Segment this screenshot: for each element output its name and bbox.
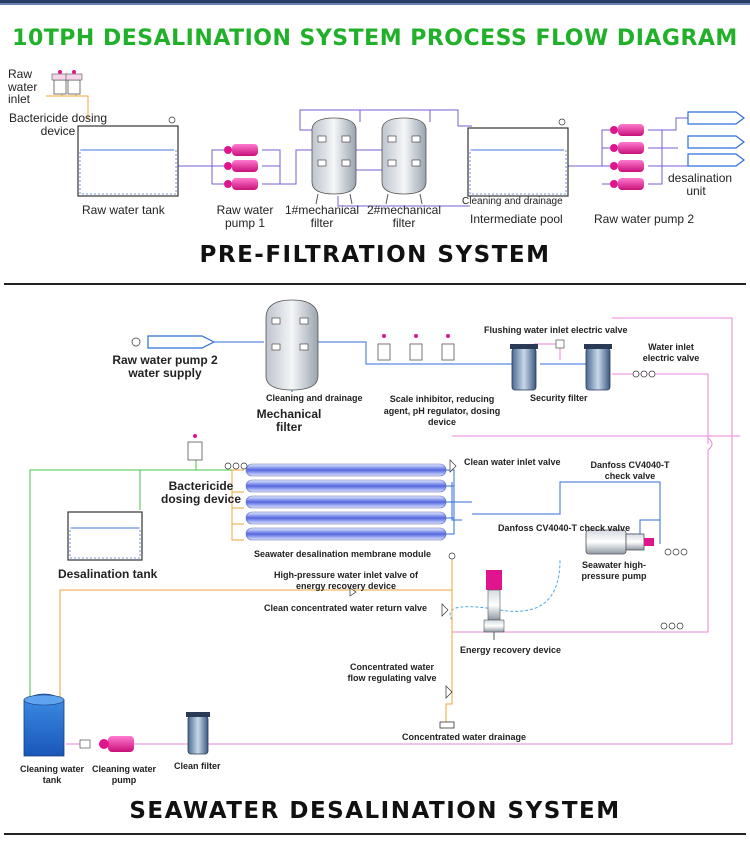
raw-water-pump-1 bbox=[224, 144, 258, 190]
pre-filtration-pipes bbox=[46, 78, 688, 207]
water-inlet-valve-label: Water inlet electric valve bbox=[642, 342, 700, 363]
flow-regulating-valve-label: Concentrated water flow regulating valve bbox=[347, 662, 437, 683]
raw-water-pump-2 bbox=[610, 124, 644, 190]
desalination-tank-label: Desalination tank bbox=[58, 567, 158, 581]
raw-water-inlet-label: Raw water inlet bbox=[8, 67, 38, 107]
bactericide-label: Bactericide dosing device bbox=[160, 479, 242, 506]
raw-water-pump-2-label: Raw water pump 2 bbox=[594, 212, 695, 226]
valves-and-gauges bbox=[224, 370, 688, 699]
hp-inlet-valve-label: High-pressure water inlet valve of energ… bbox=[273, 570, 419, 591]
security-filter-label: Security filter bbox=[530, 393, 588, 403]
check-valve-2-label: Danfoss CV4040-T check valve bbox=[498, 523, 631, 533]
clean-filter bbox=[186, 712, 210, 755]
cleaning-water-tank bbox=[23, 693, 65, 757]
desalination-tank bbox=[67, 511, 143, 561]
desalination-unit-arrows bbox=[687, 111, 745, 167]
filter-cleaning-label: Cleaning and drainage bbox=[266, 393, 363, 403]
bactericide-dosing-bottles bbox=[51, 70, 83, 95]
clean-filter-label: Clean filter bbox=[174, 761, 221, 771]
cleaning-drainage-label: Cleaning and drainage bbox=[462, 196, 563, 207]
mechanical-filter-label: Mechanical filter bbox=[256, 407, 322, 434]
drainage-outlet bbox=[439, 721, 455, 729]
dosing-device-label: Scale inhibitor, reducing agent, pH regu… bbox=[383, 394, 501, 428]
energy-recovery-label: Energy recovery device bbox=[460, 645, 562, 655]
raw-water-pump-1-label: Raw water pump 1 bbox=[216, 203, 274, 230]
raw-water-tank-label: Raw water tank bbox=[82, 203, 165, 217]
raw-water-supply-label: Raw water pump 2 water supply bbox=[112, 353, 218, 380]
flushing-valve-label: Flushing water inlet electric valve bbox=[484, 325, 628, 335]
mechanical-filter-2 bbox=[381, 117, 427, 205]
membrane-module-label: Seawater desalination membrane module bbox=[254, 549, 432, 559]
raw-water-tank bbox=[77, 116, 179, 197]
seawater-heading: SEAWATER DESALINATION SYSTEM bbox=[129, 798, 621, 824]
seawater-high-pressure-pump bbox=[585, 529, 654, 555]
energy-recovery-device bbox=[483, 570, 505, 640]
mechanical-filter-1-label: 1#mechanical filter bbox=[284, 203, 360, 230]
clean-water-inlet-valve-label: Clean water inlet valve bbox=[464, 457, 561, 467]
cleaning-water-tank-label: Cleaning water tank bbox=[20, 764, 85, 785]
mechanical-filter bbox=[265, 299, 319, 391]
scale-inhibitor-dosing-bottles bbox=[377, 334, 455, 361]
cleaning-water-pump bbox=[79, 736, 134, 752]
concentrated-drainage-label: Concentrated water drainage bbox=[402, 732, 527, 742]
mechanical-filter-1 bbox=[311, 117, 357, 205]
mechanical-filter-2-label: 2#mechanical filter bbox=[366, 203, 442, 230]
desalination-unit-label: desalination unit bbox=[668, 171, 733, 198]
page-title: 10TPH DESALINATION SYSTEM PROCESS FLOW D… bbox=[12, 26, 738, 51]
membrane-module bbox=[245, 463, 472, 541]
check-valve-1-label: Danfoss CV4040-T check valve bbox=[590, 460, 670, 481]
pre-filtration-heading: PRE-FILTRATION SYSTEM bbox=[199, 242, 551, 268]
intermediate-pool bbox=[467, 118, 569, 197]
raw-water-supply-arrow bbox=[131, 335, 216, 349]
bactericide-dosing-bottle bbox=[187, 434, 203, 461]
bactericide-dosing-label: Bactericide dosing device bbox=[8, 111, 108, 138]
intermediate-pool-label: Intermediate pool bbox=[470, 212, 563, 226]
top-border bbox=[0, 0, 750, 3]
return-valve-label: Clean concentrated water return valve bbox=[264, 603, 428, 613]
cleaning-water-pump-label: Cleaning water pump bbox=[92, 764, 157, 785]
security-filter bbox=[510, 339, 612, 391]
high-pressure-pump-label: Seawater high-pressure pump bbox=[581, 560, 647, 581]
